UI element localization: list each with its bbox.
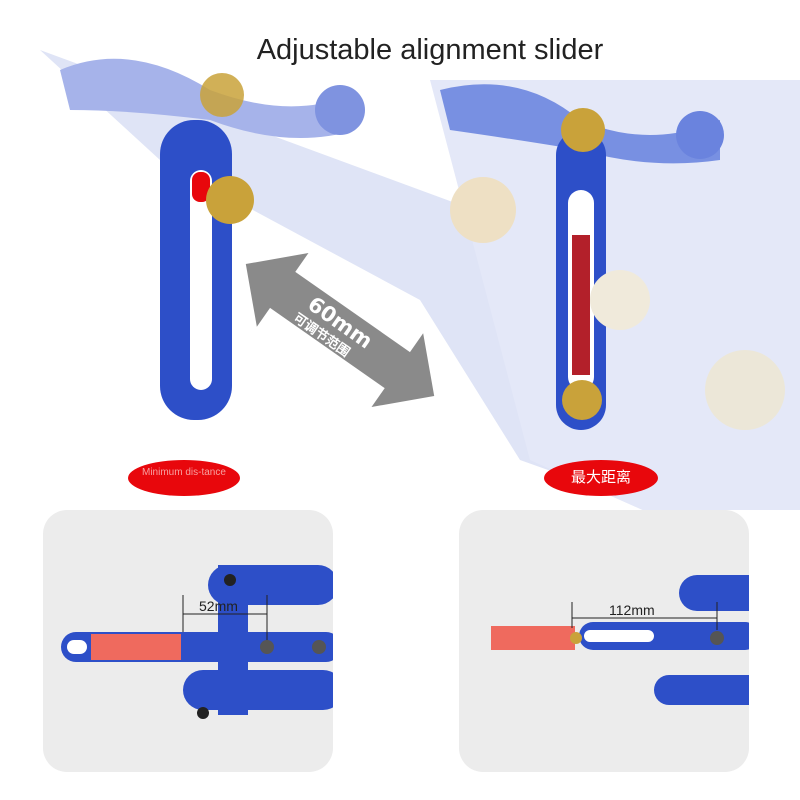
measurement-112mm: 112mm — [609, 602, 655, 618]
maximum-distance-label: 最大距离 — [544, 460, 658, 496]
minimum-detail-card: 52mm — [43, 510, 333, 772]
measurement-52mm: 52mm — [199, 598, 238, 614]
product-photo-top: 60mm 可调节范围 — [40, 50, 800, 510]
double-arrow-icon — [245, 252, 435, 408]
maximum-detail-card: 112mm — [459, 510, 749, 772]
minimum-distance-label: Minimum dis-tance — [128, 460, 240, 496]
page-title: Adjustable alignment slider — [256, 34, 604, 66]
